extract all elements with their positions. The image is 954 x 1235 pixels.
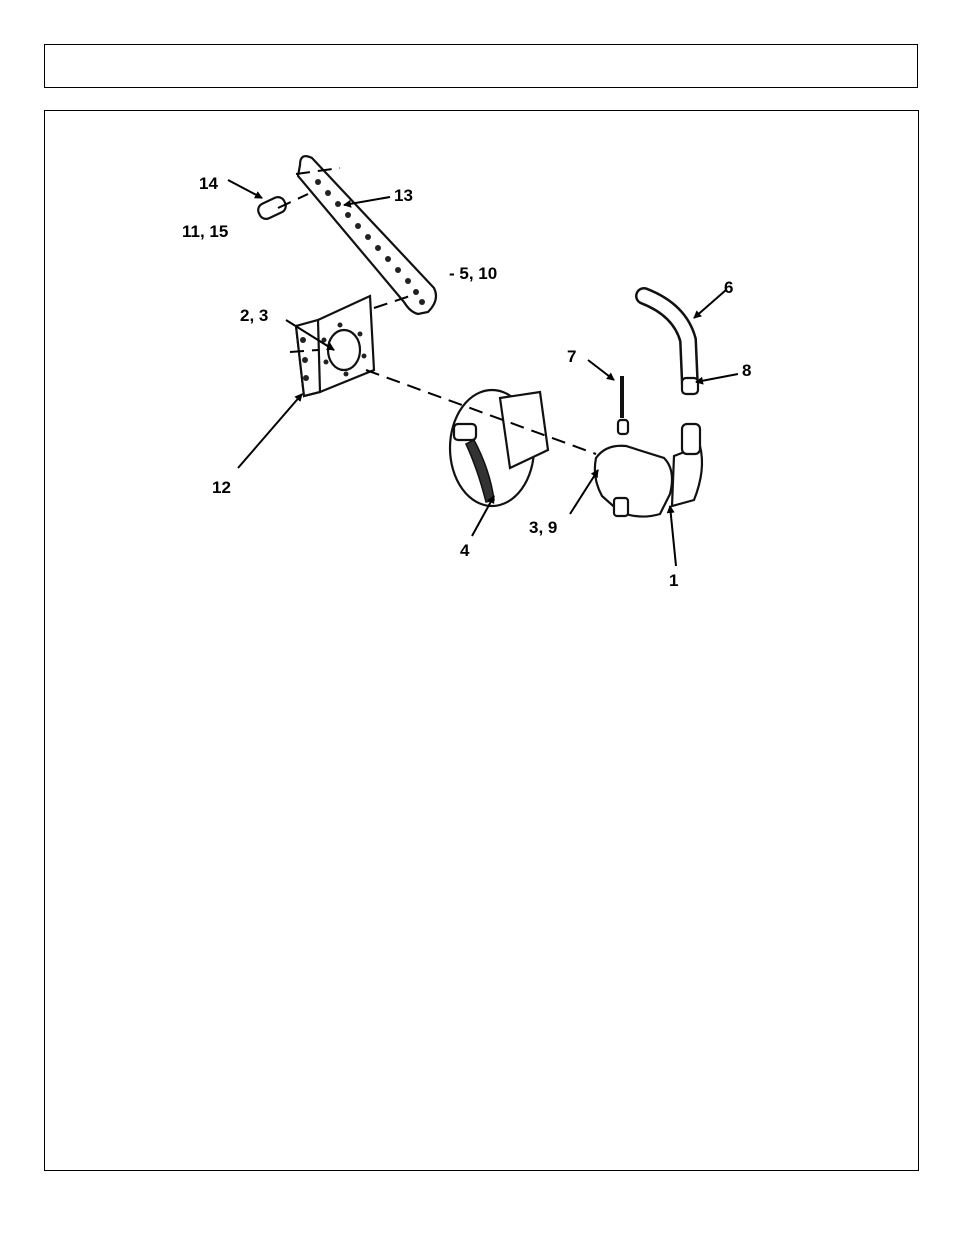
header-box (44, 44, 918, 88)
leader-14 (228, 180, 262, 198)
exploded-parts-diagram: 14 11, 15 13 - 5, 10 2, 3 12 4 3, 9 1 7 … (90, 138, 870, 590)
leader-3-9 (570, 470, 598, 514)
leader-1 (670, 506, 676, 566)
callout-12: 12 (212, 478, 231, 497)
spacer-bolt-part (256, 195, 288, 221)
callout-7: 7 (567, 347, 576, 366)
callout-8: 8 (742, 361, 751, 380)
leader-12 (238, 394, 302, 468)
perforated-bar-part (298, 156, 436, 314)
hose-part (644, 296, 698, 394)
callout-14: 14 (199, 174, 218, 193)
callout-6: 6 (724, 278, 733, 297)
leader-6 (694, 290, 726, 318)
callout-1: 1 (669, 571, 678, 590)
callout-13: 13 (394, 186, 413, 205)
callout-3-9: 3, 9 (529, 518, 557, 537)
callout-5-10: - 5, 10 (449, 264, 497, 283)
callout-2-3: 2, 3 (240, 306, 268, 325)
callout-4: 4 (460, 541, 470, 560)
motor-assembly-part (450, 390, 548, 506)
leader-8 (696, 374, 738, 382)
pump-body-part (595, 420, 702, 517)
mounting-plate-part (296, 296, 374, 396)
callout-11-15: 11, 15 (182, 222, 228, 241)
leader-7 (588, 360, 614, 380)
